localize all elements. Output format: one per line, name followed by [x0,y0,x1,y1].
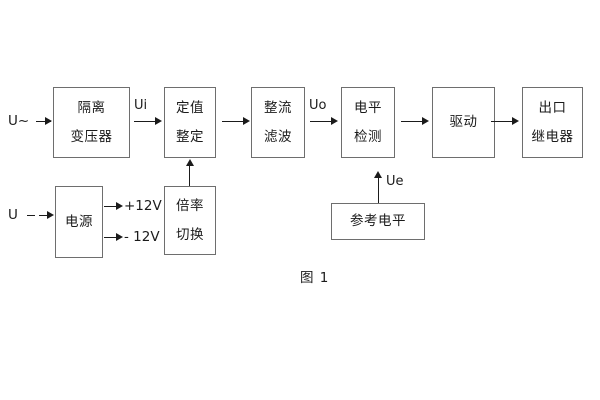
reference-to-level-line [378,177,380,203]
block-multiplier-switch-line2: 切换 [176,226,204,243]
dc-input-dash-2 [39,215,47,217]
setting-to-rectifier-line [222,121,244,123]
block-isolation-transformer-line1: 隔离 [77,100,106,117]
driver-to-relay-arrowhead [512,117,519,125]
block-setting-value: 定值 整定 [164,87,216,158]
block-driver-line1: 驱动 [449,114,478,131]
block-power-supply-line1: 电源 [65,213,93,230]
block-setting-value-line2: 整定 [176,128,204,145]
block-isolation-transformer-line2: 变压器 [70,128,113,145]
multiplier-to-setting-arrowhead [186,159,194,166]
ac-input-label: U~ [8,113,30,129]
block-isolation-transformer: 隔离 变压器 [53,87,130,158]
block-power-supply: 电源 [55,186,103,258]
dc-input-dash-1 [27,215,35,217]
dc-input-arrowhead [47,211,54,219]
block-reference-level: 参考电平 [331,203,425,240]
block-output-relay-line2: 继电器 [531,128,574,145]
dc-input-label: U [8,207,18,223]
block-output-relay-line1: 出口 [538,100,567,117]
block-multiplier-switch-line1: 倍率 [176,198,204,215]
ac-input-connector-line [36,121,51,123]
block-output-relay: 出口 继电器 [522,87,583,158]
ac-input-arrowhead [45,117,52,125]
rail-positive-label: +12V [124,198,162,214]
block-level-detection-line2: 检测 [354,128,382,145]
block-rectifier-filter-line2: 滤波 [264,128,292,145]
figure-caption: 图 1 [300,270,330,286]
block-setting-value-line1: 定值 [176,100,204,117]
ui-connector-line [134,121,156,123]
block-rectifier-filter-line1: 整流 [264,100,292,117]
block-level-detection-line1: 电平 [354,100,382,117]
driver-to-relay-line [491,121,513,123]
uo-connector-line [310,121,332,123]
rail-negative-line [104,237,119,239]
level-to-driver-arrowhead [422,117,429,125]
rail-negative-arrowhead [116,233,123,241]
block-rectifier-filter: 整流 滤波 [251,87,305,158]
signal-label-ui: Ui [134,98,148,113]
multiplier-to-setting-line [189,165,191,186]
signal-label-ue: Ue [386,174,404,189]
block-reference-level-line1: 参考电平 [350,213,406,230]
uo-arrowhead [331,117,338,125]
setting-to-rectifier-arrowhead [243,117,250,125]
block-multiplier-switch: 倍率 切换 [164,186,216,255]
reference-to-level-arrowhead [374,171,382,178]
level-to-driver-line [401,121,423,123]
rail-positive-line [104,206,119,208]
block-driver: 驱动 [432,87,495,158]
rail-positive-arrowhead [116,202,123,210]
ui-arrowhead [155,117,162,125]
signal-label-uo: Uo [309,98,327,113]
block-level-detection: 电平 检测 [341,87,395,158]
rail-negative-label: - 12V [124,229,160,245]
